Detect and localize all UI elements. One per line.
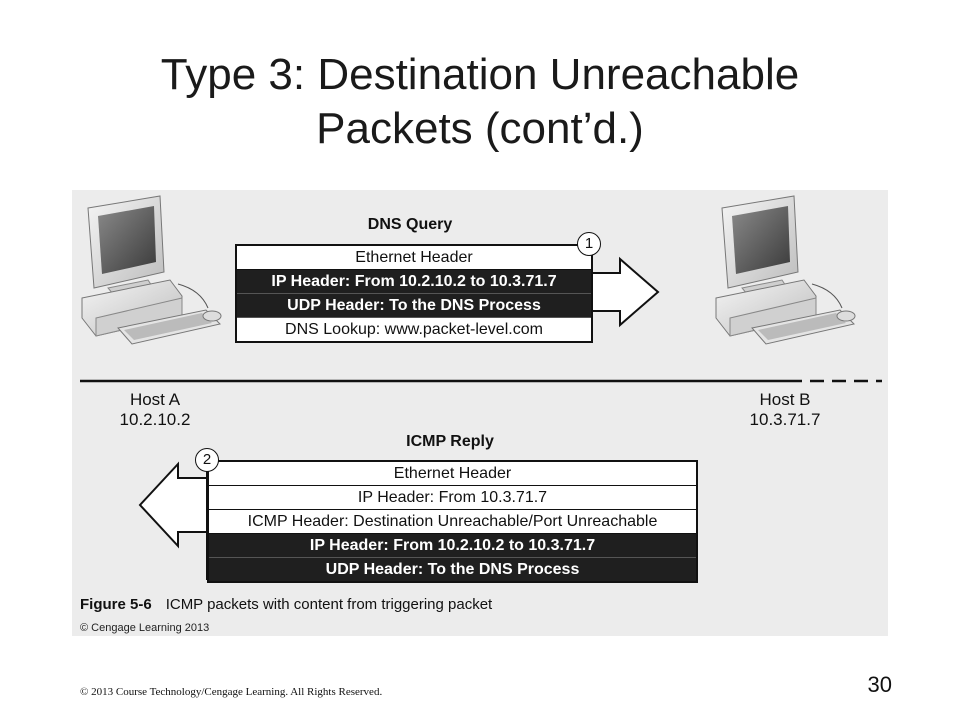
title-line-2: Packets (cont’d.) (316, 104, 644, 153)
icmp-row-orig-ip-header: IP Header: From 10.2.10.2 to 10.3.71.7 (209, 534, 696, 558)
figure-caption-text: ICMP packets with content from triggerin… (165, 596, 493, 613)
figure-credit: © Cengage Learning 2013 (80, 622, 210, 634)
icmp-reply-packet: Ethernet Header IP Header: From 10.3.71.… (207, 460, 698, 583)
icmp-row-icmp-header: ICMP Header: Destination Unreachable/Por… (209, 510, 696, 534)
step-2-badge: 2 (195, 448, 219, 472)
host-b-ip: 10.3.71.7 (749, 410, 821, 429)
dns-row-dns-lookup: DNS Lookup: www.packet-level.com (285, 321, 543, 338)
host-b-name: Host B (759, 390, 811, 409)
host-b-label: Host B 10.3.71.7 (730, 390, 840, 430)
figure-caption-label: Figure 5-6 (80, 596, 152, 613)
dns-row-ip-header: IP Header: From 10.2.10.2 to 10.3.71.7 (237, 270, 591, 294)
figure-caption: Figure 5-6 ICMP packets with content from… (80, 596, 492, 613)
icmp-reply-label: ICMP Reply (406, 433, 494, 450)
dns-row-udp-header: UDP Header: To the DNS Process (237, 294, 591, 318)
icmp-row-orig-udp-header: UDP Header: To the DNS Process (209, 558, 696, 581)
page-number: 30 (867, 672, 892, 697)
icmp-row-ip-header: IP Header: From 10.3.71.7 (209, 486, 696, 510)
copyright-footer: © 2013 Course Technology/Cengage Learnin… (80, 686, 383, 698)
host-a-computer-icon (81, 195, 222, 345)
step-1-badge: 1 (577, 232, 601, 256)
dns-row-ethernet: Ethernet Header (237, 246, 591, 270)
host-a-label: Host A 10.2.10.2 (100, 390, 210, 430)
host-a-name: Host A (129, 390, 181, 409)
slide-title: Type 3: Destination Unreachable Packets … (0, 48, 960, 156)
title-line-1: Type 3: Destination Unreachable (160, 50, 800, 99)
icmp-row-ethernet: Ethernet Header (209, 462, 696, 486)
host-b-computer-icon (715, 195, 856, 345)
dns-query-label: DNS Query (367, 216, 453, 233)
host-a-ip: 10.2.10.2 (119, 410, 191, 429)
dns-query-packet: Ethernet Header IP Header: From 10.2.10.… (235, 244, 593, 343)
